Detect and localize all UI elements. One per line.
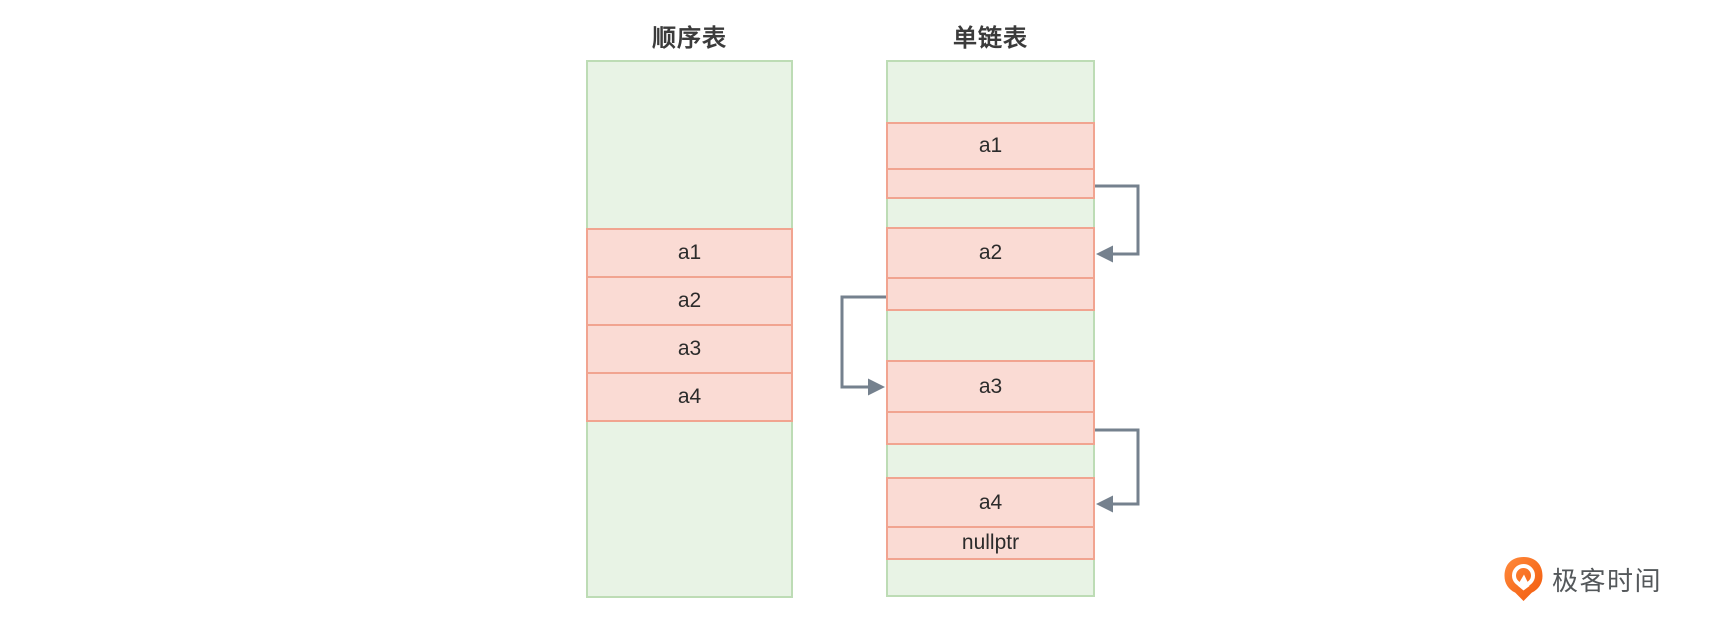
node-pointer-cell: nullptr [886, 526, 1095, 560]
sequential-list-cells: a1 a2 a3 a4 [586, 228, 793, 422]
arrow-a2-to-a3-icon [840, 295, 886, 396]
arrow-a3-to-a4-icon [1095, 428, 1140, 513]
geektime-logo: 极客时间 [1503, 556, 1662, 602]
linked-list-node-a3: a3 [886, 360, 1095, 445]
node-pointer-cell [886, 168, 1095, 199]
array-cell-a2: a2 [586, 276, 793, 326]
sequential-list-title: 顺序表 [652, 25, 727, 52]
array-cell-a1: a1 [586, 228, 793, 278]
geektime-logo-text: 极客时间 [1552, 565, 1663, 596]
arrow-a1-to-a2-icon [1095, 184, 1140, 263]
node-data-cell: a2 [886, 227, 1095, 279]
node-data-cell: a4 [886, 477, 1095, 528]
linked-list-node-a2: a2 [886, 227, 1095, 311]
linked-list-node-a1: a1 [886, 122, 1095, 199]
array-cell-a3: a3 [586, 324, 793, 374]
node-pointer-cell [886, 277, 1095, 311]
node-data-cell: a1 [886, 122, 1095, 170]
node-data-cell: a3 [886, 360, 1095, 413]
geektime-logo-icon [1504, 557, 1543, 601]
linked-list-node-a4: a4 nullptr [886, 477, 1095, 560]
node-pointer-cell [886, 411, 1095, 445]
linked-list-title: 单链表 [953, 25, 1028, 52]
array-cell-a4: a4 [586, 372, 793, 422]
